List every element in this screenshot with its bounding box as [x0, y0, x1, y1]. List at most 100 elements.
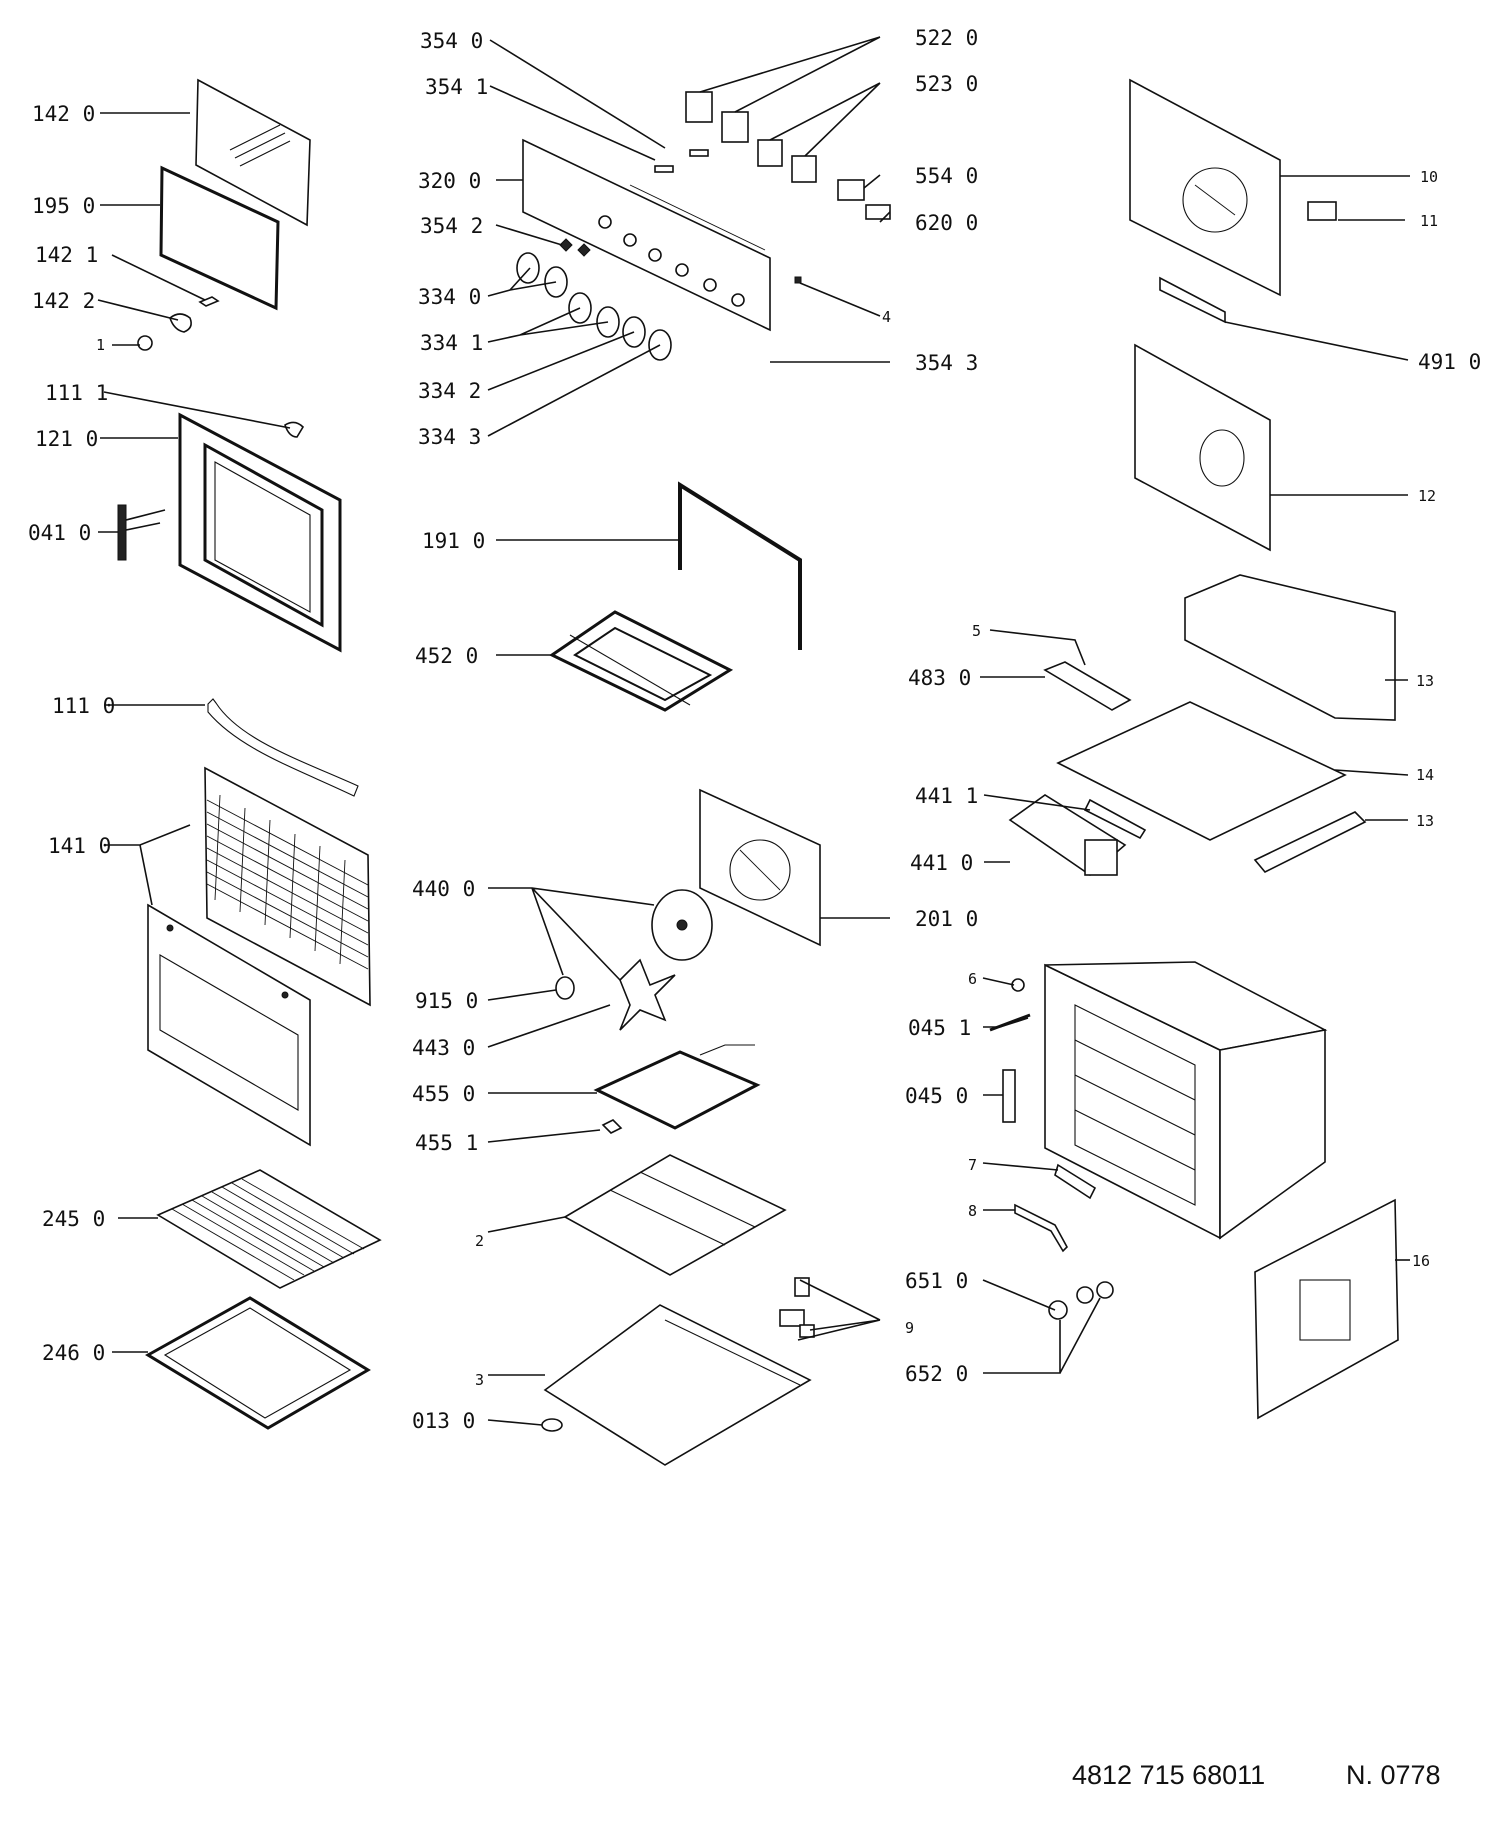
callout-554-0: 554 0	[915, 164, 978, 188]
callout-141-0: 141 0	[48, 834, 111, 858]
callout-11: 11	[1420, 212, 1438, 230]
callout-334-1: 334 1	[420, 331, 483, 355]
callout-7: 7	[968, 1156, 977, 1174]
callout-334-0: 334 0	[418, 285, 481, 309]
hinge-clip-part	[169, 313, 192, 333]
callout-041-0: 041 0	[28, 521, 91, 545]
side-mounting-panel	[1254, 1198, 1399, 1420]
callout-13-bottom: 13	[1416, 812, 1434, 830]
callout-522-0: 522 0	[915, 26, 978, 50]
callout-13-top: 13	[1416, 672, 1434, 690]
callout-652-0: 652 0	[905, 1362, 968, 1386]
cable-clamp	[1307, 201, 1337, 221]
document-revision: N. 0778	[1346, 1760, 1441, 1790]
door-insulation-panel	[204, 766, 371, 1007]
door-hinge-part	[117, 504, 166, 561]
fan-bracket	[1083, 798, 1147, 840]
leader-lines	[97, 36, 1410, 1426]
rear-frame-bracket	[1134, 343, 1271, 552]
callout-246-0: 246 0	[42, 1341, 105, 1365]
support-bar	[1054, 1163, 1097, 1200]
callout-142-1: 142 1	[35, 243, 98, 267]
callout-labels: 142 0 195 0 142 1 142 2 1 111 1 121 0 04…	[28, 26, 1481, 1433]
callout-6: 6	[968, 970, 977, 988]
callout-354-0: 354 0	[420, 29, 483, 53]
fan-motor	[651, 889, 713, 961]
glass-clip-part	[198, 296, 220, 307]
callout-915-0: 915 0	[415, 989, 478, 1013]
callout-195-0: 195 0	[32, 194, 95, 218]
callout-5: 5	[972, 622, 981, 640]
foot-part	[541, 1418, 563, 1432]
indicator-lamps	[1048, 1281, 1114, 1320]
callout-455-0: 455 0	[412, 1082, 475, 1106]
door-handle-bar	[207, 698, 359, 797]
document-number: 4812 715 68011	[1072, 1760, 1266, 1790]
callout-9: 9	[905, 1319, 914, 1337]
side-rail	[1253, 811, 1367, 873]
callout-111-0: 111 0	[52, 694, 115, 718]
wire-rack-shelf	[156, 1169, 382, 1289]
callout-045-1: 045 1	[908, 1016, 971, 1040]
callout-354-1: 354 1	[425, 75, 488, 99]
callout-121-0: 121 0	[35, 427, 98, 451]
callout-1: 1	[96, 336, 105, 354]
callout-14: 14	[1416, 766, 1434, 784]
callout-443-0: 443 0	[412, 1036, 475, 1060]
callout-142-2: 142 2	[32, 289, 95, 313]
oven-cavity	[1044, 961, 1328, 1240]
element-bracket	[601, 1119, 623, 1134]
callout-523-0: 523 0	[915, 72, 978, 96]
callout-441-1: 441 1	[915, 784, 978, 808]
callout-440-0: 440 0	[412, 877, 475, 901]
bottom-heating-element	[593, 1044, 761, 1130]
callout-441-0: 441 0	[910, 851, 973, 875]
door-outer-glass	[195, 78, 311, 227]
callout-483-0: 483 0	[908, 666, 971, 690]
callout-320-0: 320 0	[418, 169, 481, 193]
terminal-blocks	[779, 1277, 815, 1338]
callout-334-2: 334 2	[418, 379, 481, 403]
terminal-strip	[1159, 276, 1226, 324]
rotary-switches	[685, 91, 891, 220]
callout-201-0: 201 0	[915, 907, 978, 931]
callout-491-0: 491 0	[1418, 350, 1481, 374]
callout-452-0: 452 0	[415, 644, 478, 668]
callout-10: 10	[1420, 168, 1438, 186]
callout-045-0: 045 0	[905, 1084, 968, 1108]
oven-floor-plate	[563, 1154, 787, 1276]
top-heating-element	[549, 610, 734, 712]
callout-4: 4	[882, 308, 891, 326]
callout-16: 16	[1412, 1252, 1430, 1270]
callout-3: 3	[475, 1371, 484, 1389]
mounting-bracket	[1014, 1203, 1068, 1253]
door-stop-part	[284, 421, 305, 438]
tangential-fan	[1008, 794, 1127, 877]
callout-12: 12	[1418, 487, 1436, 505]
door-seal-gasket	[678, 481, 802, 650]
callout-013-0: 013 0	[412, 1409, 475, 1433]
callout-8: 8	[968, 1202, 977, 1220]
fan-blade	[619, 958, 676, 1031]
callout-455-1: 455 1	[415, 1131, 478, 1155]
inner-door-frame	[178, 412, 342, 653]
rear-cover-panel	[1129, 78, 1281, 297]
bottom-cover-plate	[543, 1304, 812, 1466]
callout-111-1: 111 1	[45, 381, 108, 405]
callout-354-3: 354 3	[915, 351, 978, 375]
door-front-panel	[147, 903, 311, 1147]
callout-2: 2	[475, 1232, 484, 1250]
baking-tray	[145, 1296, 371, 1430]
door-glass-seal	[159, 165, 280, 311]
callout-334-3: 334 3	[418, 425, 481, 449]
callout-620-0: 620 0	[915, 211, 978, 235]
rear-panel-fan-cover	[699, 788, 821, 947]
callout-191-0: 191 0	[422, 529, 485, 553]
callout-245-0: 245 0	[42, 1207, 105, 1231]
switch-caps	[559, 149, 709, 257]
fan-nut	[555, 976, 575, 1000]
door-switch	[989, 1013, 1031, 1123]
callout-142-0: 142 0	[32, 102, 95, 126]
cooling-fan	[1043, 661, 1132, 711]
